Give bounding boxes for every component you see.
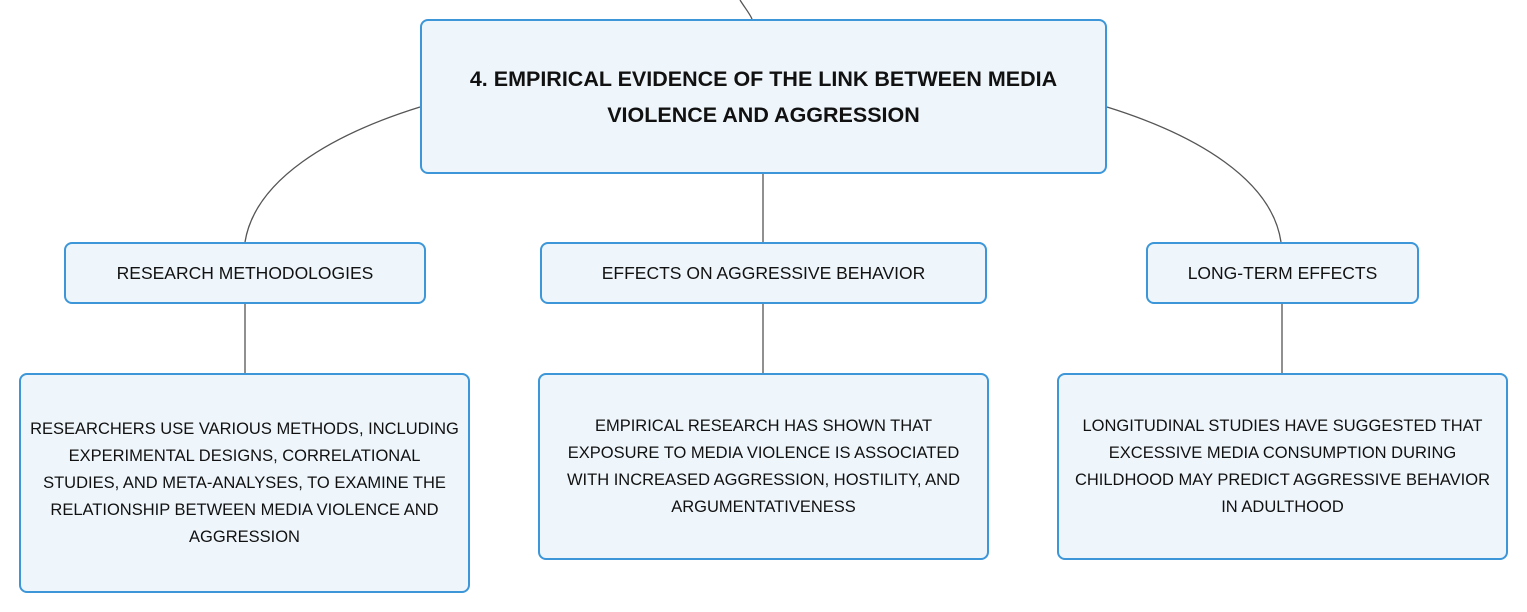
long-term-effects-detail-text: LONGITUDINAL STUDIES HAVE SUGGESTED THAT… <box>1074 416 1491 516</box>
connector-root-to-research-methodologies <box>244 106 421 243</box>
effects-on-aggressive-behavior-node[interactable]: EFFECTS ON AGGRESSIVE BEHAVIOR <box>540 242 987 304</box>
effects-on-aggressive-behavior-label: EFFECTS ON AGGRESSIVE BEHAVIOR <box>601 263 926 283</box>
root-topic-node[interactable]: 4. EMPIRICAL EVIDENCE OF THE LINK BETWEE… <box>420 19 1107 174</box>
effects-on-aggressive-behavior-detail-node[interactable]: EMPIRICAL RESEARCH HAS SHOWN THAT EXPOSU… <box>538 373 989 560</box>
research-methodologies-label: RESEARCH METHODOLOGIES <box>116 263 374 283</box>
connector-parent-to-root <box>739 0 753 20</box>
research-methodologies-node[interactable]: RESEARCH METHODOLOGIES <box>64 242 426 304</box>
long-term-effects-detail-node[interactable]: LONGITUDINAL STUDIES HAVE SUGGESTED THAT… <box>1057 373 1508 560</box>
connector-root-to-long-term-effects <box>1106 106 1282 243</box>
research-methodologies-detail-text: RESEARCHERS USE VARIOUS METHODS, INCLUDI… <box>30 419 459 546</box>
long-term-effects-label: LONG-TERM EFFECTS <box>1187 263 1378 283</box>
long-term-effects-node[interactable]: LONG-TERM EFFECTS <box>1146 242 1419 304</box>
effects-on-aggressive-behavior-detail-text: EMPIRICAL RESEARCH HAS SHOWN THAT EXPOSU… <box>566 416 961 516</box>
research-methodologies-detail-node[interactable]: RESEARCHERS USE VARIOUS METHODS, INCLUDI… <box>19 373 470 593</box>
root-topic-title: 4. EMPIRICAL EVIDENCE OF THE LINK BETWEE… <box>469 66 1058 127</box>
